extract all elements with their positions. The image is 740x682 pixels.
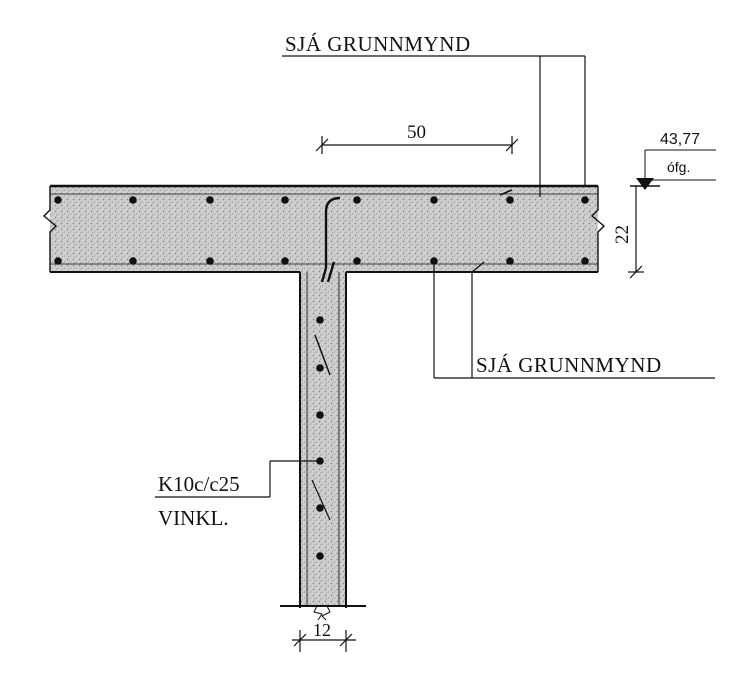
rebar-dot xyxy=(506,196,514,204)
callout-bottom: SJÁ GRUNNMYND xyxy=(433,264,715,379)
callout-bottom-text: SJÁ GRUNNMYND xyxy=(476,353,662,377)
rebar-sublabel: VINKL. xyxy=(158,506,229,530)
rebar-dot xyxy=(353,257,361,265)
rebar-bent xyxy=(311,189,513,521)
rebar-dot xyxy=(353,196,361,204)
rebar-dot xyxy=(581,257,589,265)
callout-top: SJÁ GRUNNMYND xyxy=(282,32,586,197)
rebar-dot xyxy=(430,196,438,204)
dimension-22-text: 22 xyxy=(612,225,633,244)
rebar-dot xyxy=(316,411,324,419)
rebar-dot xyxy=(206,257,214,265)
rebar-dot xyxy=(316,316,324,324)
rebar-callout: K10c/c25 VINKL. xyxy=(155,460,320,530)
rebar-dot xyxy=(281,196,289,204)
rebar-dot xyxy=(316,552,324,560)
dimension-12-text: 12 xyxy=(313,620,331,640)
break-mark-left xyxy=(42,186,58,272)
rebar-dot xyxy=(581,196,589,204)
rebar-dot xyxy=(506,257,514,265)
level-value: 43,77 xyxy=(660,131,700,148)
level-triangle-icon xyxy=(636,178,654,190)
concrete-wall xyxy=(280,272,366,621)
dimension-50: 50 xyxy=(315,122,519,154)
rebar-dot xyxy=(129,257,137,265)
level-marker: 43,77 ófg. xyxy=(630,131,716,190)
concrete-slab xyxy=(42,184,606,273)
rebar-dot xyxy=(54,196,62,204)
rebar-dots xyxy=(54,196,589,560)
rebar-dot xyxy=(316,504,324,512)
dimension-12: 12 xyxy=(292,620,356,652)
rebar-dot xyxy=(316,364,324,372)
callout-top-text: SJÁ GRUNNMYND xyxy=(285,32,471,56)
rebar-dot xyxy=(129,196,137,204)
break-mark-right xyxy=(590,186,606,272)
rebar-label: K10c/c25 xyxy=(158,472,240,496)
rebar-dot xyxy=(281,257,289,265)
rebar-dot xyxy=(206,196,214,204)
level-label: ófg. xyxy=(667,159,690,175)
dimension-50-text: 50 xyxy=(407,122,426,143)
dimension-22: 22 xyxy=(612,186,644,279)
rebar-dot xyxy=(430,257,438,265)
rebar-dot xyxy=(54,257,62,265)
